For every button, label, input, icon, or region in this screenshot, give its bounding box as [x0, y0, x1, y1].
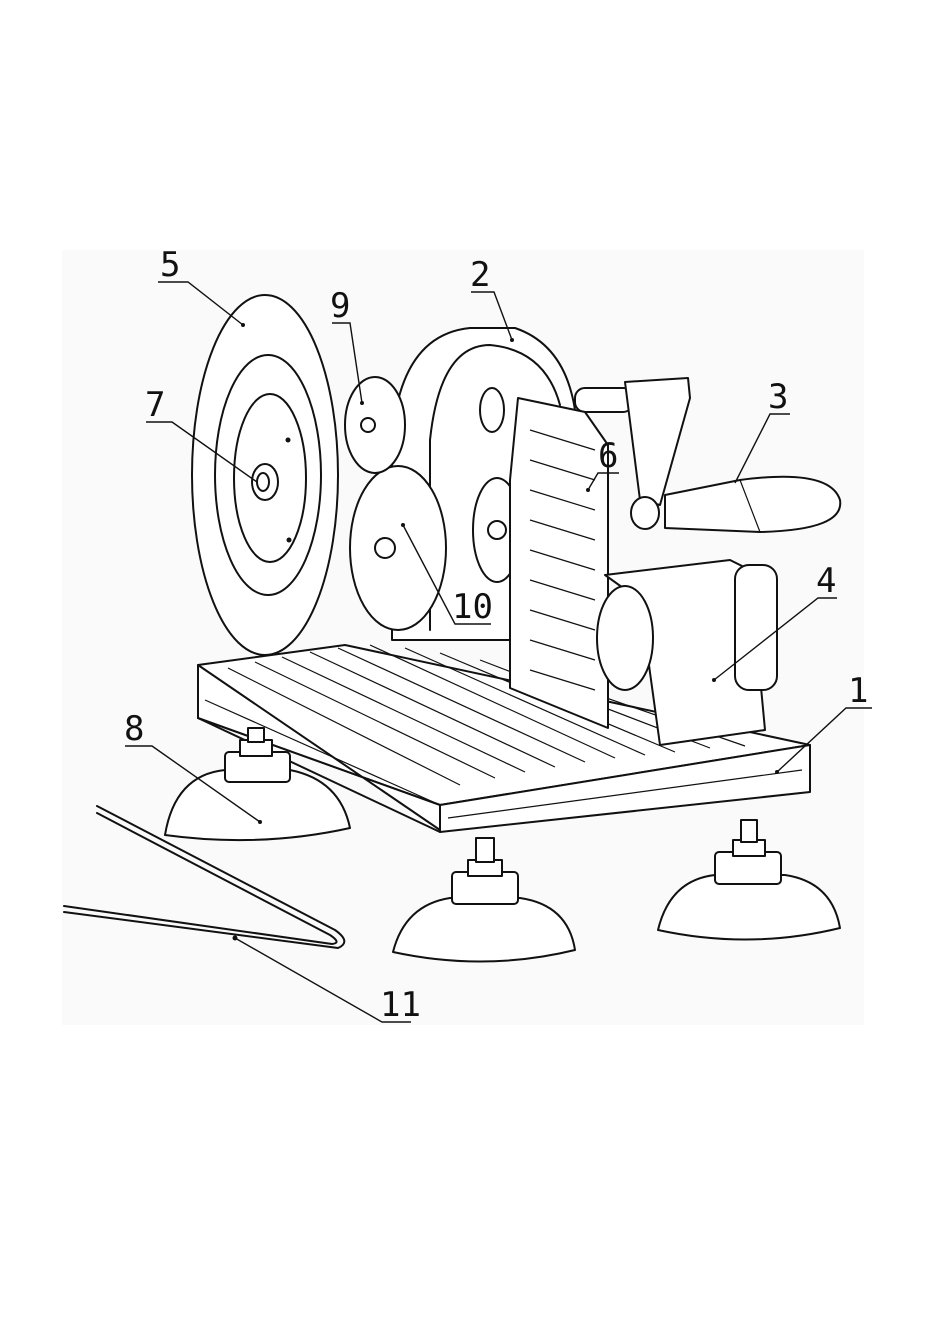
- callout-10: 10: [452, 587, 493, 627]
- callout-5: 5: [160, 245, 180, 285]
- callout-6: 6: [598, 436, 618, 476]
- callout-4: 4: [816, 561, 836, 601]
- small-gear: [345, 377, 405, 473]
- callout-3: 3: [768, 377, 788, 417]
- large-gear: [350, 466, 446, 630]
- callout-7: 7: [145, 385, 165, 425]
- callout-11: 11: [380, 985, 421, 1025]
- slotted-plate: [510, 398, 608, 728]
- callout-8: 8: [124, 709, 144, 749]
- callout-9: 9: [330, 286, 350, 326]
- callout-2: 2: [470, 255, 490, 295]
- callout-1: 1: [848, 671, 868, 711]
